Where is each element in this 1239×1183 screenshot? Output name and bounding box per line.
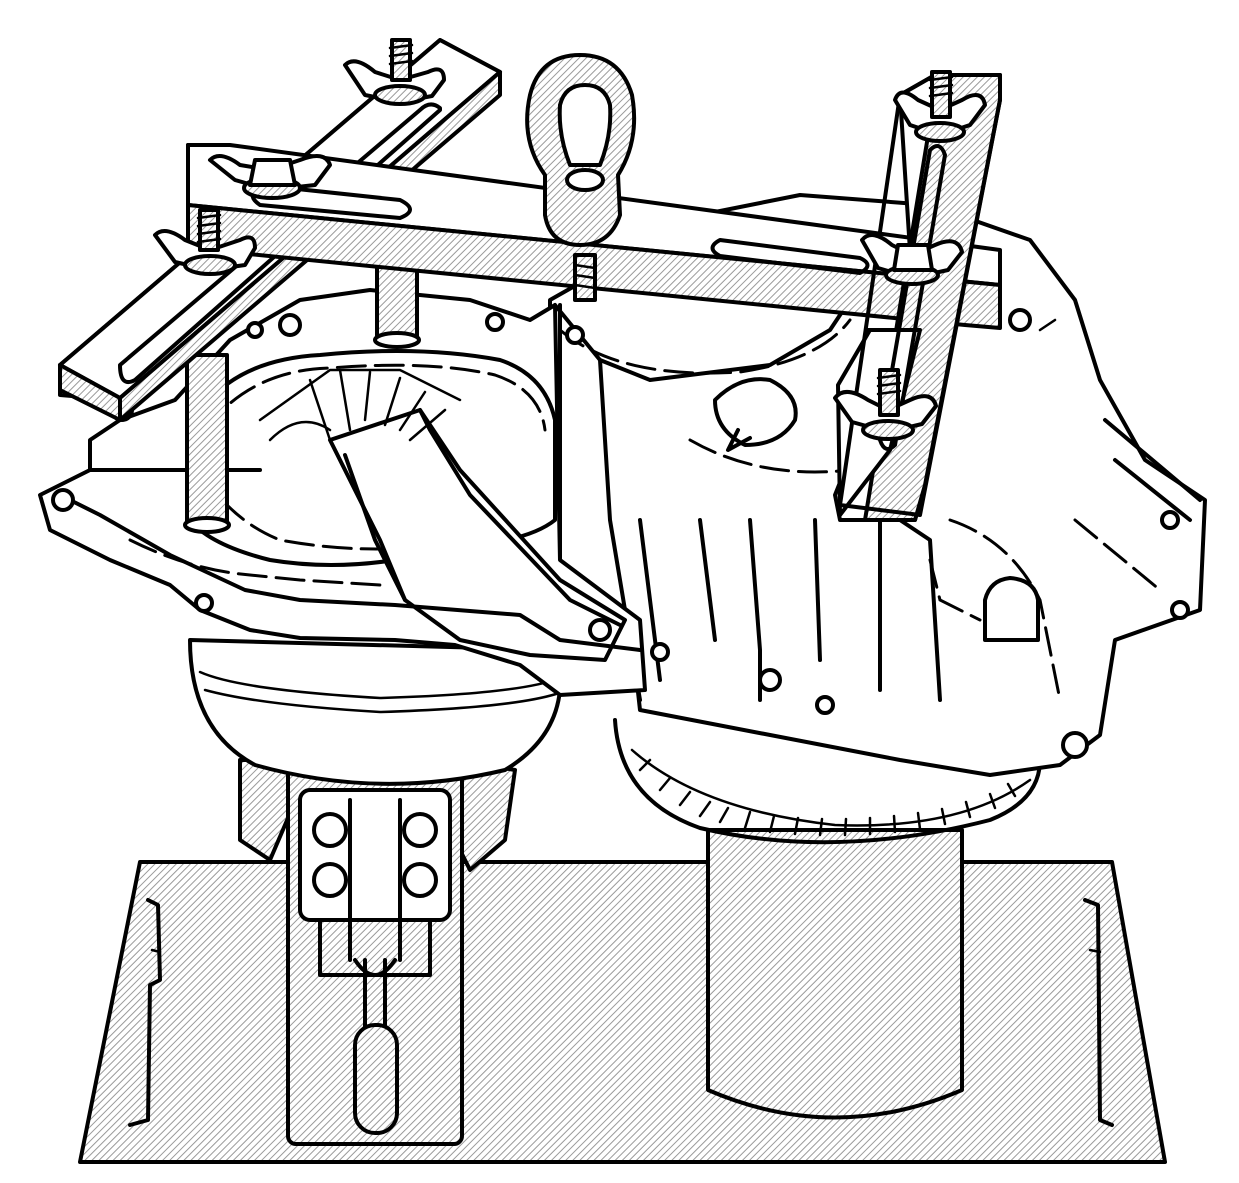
support-cylinder [706,828,964,1120]
wing-nut-left [153,208,257,276]
lifting-eye [525,53,637,302]
wing-nut-top-left [343,38,446,106]
wing-nut-right-center [860,233,964,286]
wing-nut-lower-right [833,368,938,441]
clamp-mount [238,758,517,872]
bench-plate [78,860,1167,1164]
clamp-handle [353,958,399,1135]
lift-post-left [183,353,231,534]
wing-nut-top-right [893,70,987,143]
ring-gear [613,718,1042,845]
toggle-clamp-plate [286,760,464,1146]
wing-nut-center-left [208,154,332,200]
differential-housing-bottom [188,638,562,786]
